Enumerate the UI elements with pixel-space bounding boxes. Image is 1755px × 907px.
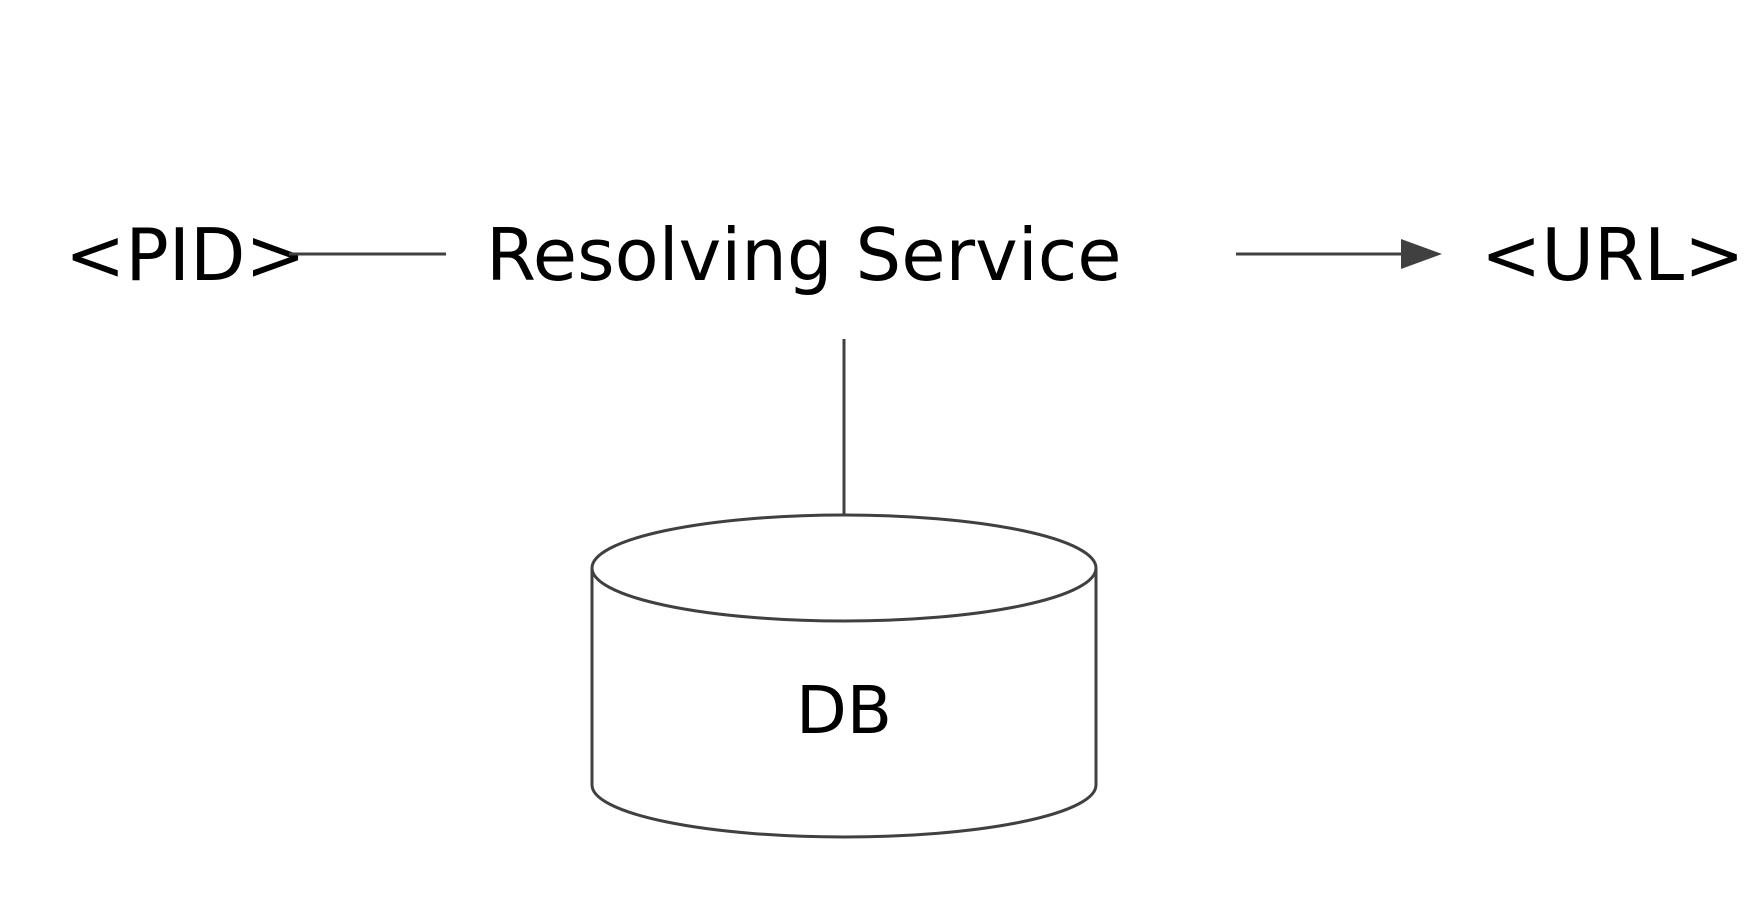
- pid-node-label: <PID>: [65, 213, 306, 297]
- db-node-label: DB: [796, 672, 892, 749]
- database-cylinder-icon: [590, 513, 1098, 839]
- database-cylinder-top: [590, 513, 1098, 623]
- url-node-label: <URL>: [1481, 213, 1745, 297]
- arrowhead-icon: [1401, 239, 1442, 269]
- database-cylinder-body: [590, 568, 1098, 839]
- service-to-url-arrow: [1236, 239, 1442, 269]
- resolving-service-node-label: Resolving Service: [486, 213, 1122, 297]
